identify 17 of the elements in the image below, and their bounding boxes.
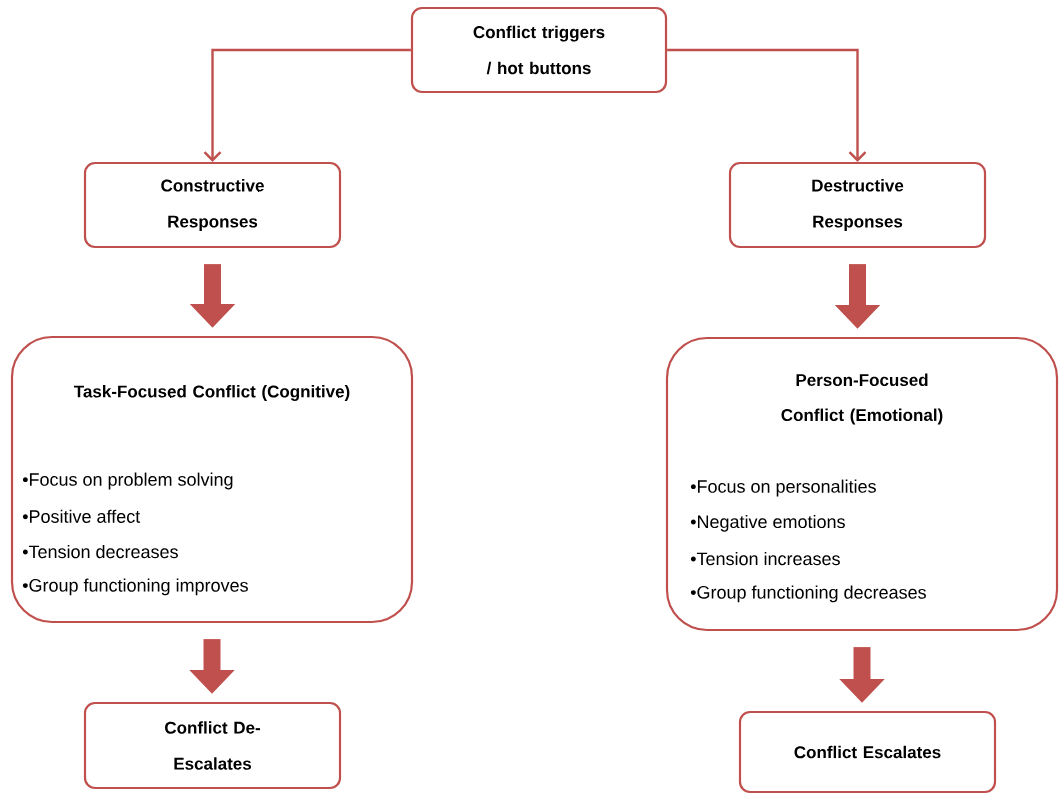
box-text: Constructive Responses xyxy=(161,179,264,231)
bullet-text: •Focus on personalities xyxy=(690,479,876,497)
box-text: Conflict De-Escalates xyxy=(165,721,260,770)
bullet-text: •Focus on problem solving xyxy=(22,472,233,490)
heading-text: Person-Focused Conflict (Emotional) xyxy=(781,373,943,425)
bullet-text: •Negative emotions xyxy=(690,514,845,532)
bullet-text: •Tension increases xyxy=(690,552,840,566)
bullet-text: •Group functioning improves xyxy=(22,578,248,596)
bullet-text: •Positive affect xyxy=(22,509,141,523)
box-text: Conflict Escalates xyxy=(794,745,941,759)
bullet-text: •Tension decreases xyxy=(22,545,178,559)
heading-text: Task-Focused Conflict (Cognitive) xyxy=(74,385,350,401)
connector-arrow xyxy=(667,48,867,162)
box-text: Destructive Responses xyxy=(812,179,904,231)
bullet-text: •Group functioning decreases xyxy=(690,585,926,603)
connector-arrow xyxy=(203,48,411,162)
box-text: Conflict triggers / hot buttons xyxy=(473,25,605,75)
